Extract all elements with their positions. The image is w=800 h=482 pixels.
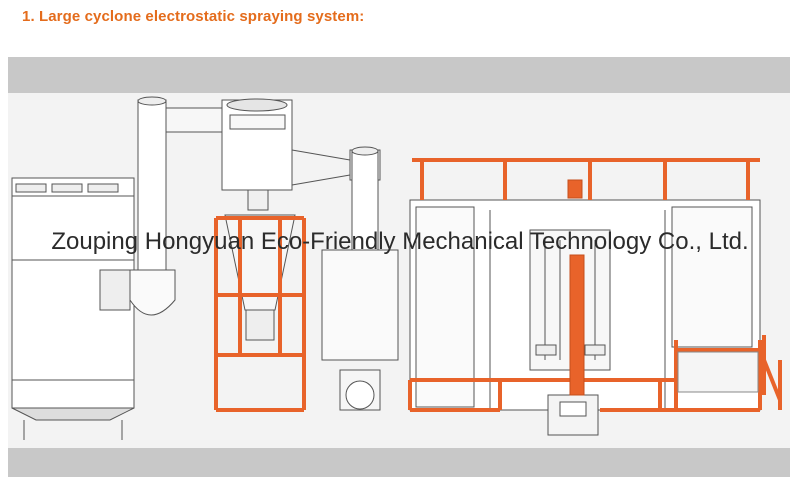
booth-railing (408, 158, 760, 412)
platform-deck (677, 351, 759, 393)
spray-booth (409, 199, 761, 436)
duct (129, 96, 227, 316)
company-watermark: Zouping Hongyuan Eco-Friendly Mechanical… (51, 228, 749, 255)
platform-stairs (674, 335, 782, 410)
lift-column (567, 179, 585, 396)
exhaust-pipe (321, 146, 399, 411)
filter-unit (11, 177, 135, 440)
section-heading: 1. Large cyclone electrostatic spraying … (22, 8, 365, 25)
cyclone-stand (214, 216, 306, 412)
